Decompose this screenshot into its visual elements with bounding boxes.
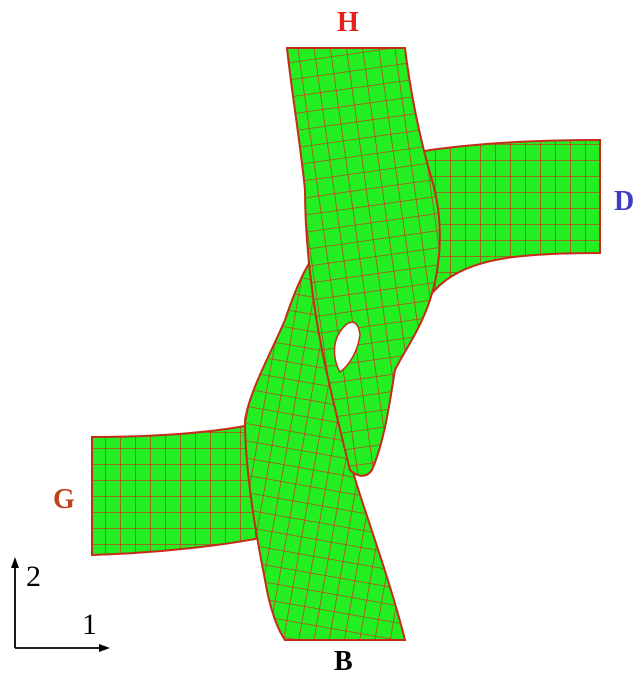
axis-label-2: 2 — [26, 560, 41, 593]
crossing-gap — [333, 321, 361, 374]
axis-arrows — [11, 557, 110, 652]
label-h: H — [337, 7, 359, 38]
label-b: B — [334, 646, 353, 677]
label-d: D — [614, 186, 635, 217]
yarn-h-strand — [285, 47, 441, 477]
label-g: G — [53, 484, 75, 515]
axis-label-1: 1 — [82, 608, 97, 641]
